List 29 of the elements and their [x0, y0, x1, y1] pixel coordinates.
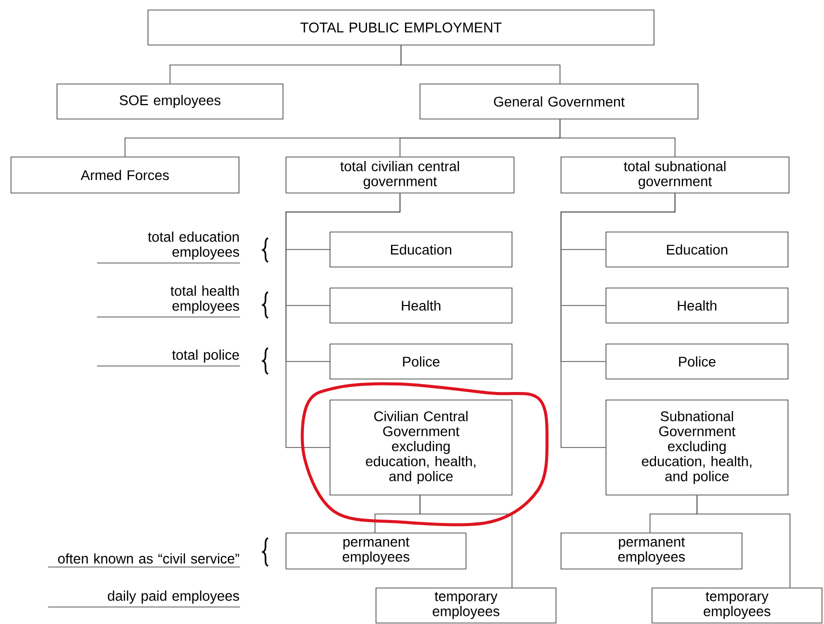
side-label: total education employees: [148, 232, 240, 260]
connector-line: [560, 119, 676, 157]
connector-line: [286, 193, 400, 448]
org-box: temporary employees: [376, 588, 556, 624]
org-box: Subnational Government excluding education, health, and police: [606, 400, 788, 496]
side-label: total police: [172, 350, 239, 363]
org-box: Civilian Central Government excluding education, health, and police: [330, 400, 512, 496]
org-box: SOE employees: [56, 84, 284, 120]
org-box: Education: [606, 232, 788, 268]
org-box: TOTAL PUBLIC EMPLOYMENT: [148, 10, 654, 46]
org-box: temporary employees: [652, 588, 822, 624]
org-box: total subnational government: [560, 156, 790, 194]
connector-line: [420, 495, 512, 588]
org-box: Health: [330, 288, 512, 324]
org-box: permanent employees: [560, 532, 742, 570]
side-label: often known as “civil service”: [58, 553, 240, 564]
org-box: Police: [330, 344, 512, 380]
org-box: total civilian central government: [286, 156, 514, 194]
connector-line: [696, 495, 790, 588]
connector-line: [560, 193, 676, 448]
side-label: daily paid employees: [108, 590, 240, 604]
connector-line: [400, 45, 560, 84]
org-box: Education: [330, 232, 512, 268]
org-box: Police: [606, 344, 788, 380]
side-label: total health employees: [170, 286, 240, 314]
org-box: Health: [606, 288, 788, 324]
org-box: Armed Forces: [10, 156, 240, 194]
org-box: permanent employees: [286, 532, 466, 570]
org-box: General Government: [420, 84, 698, 120]
